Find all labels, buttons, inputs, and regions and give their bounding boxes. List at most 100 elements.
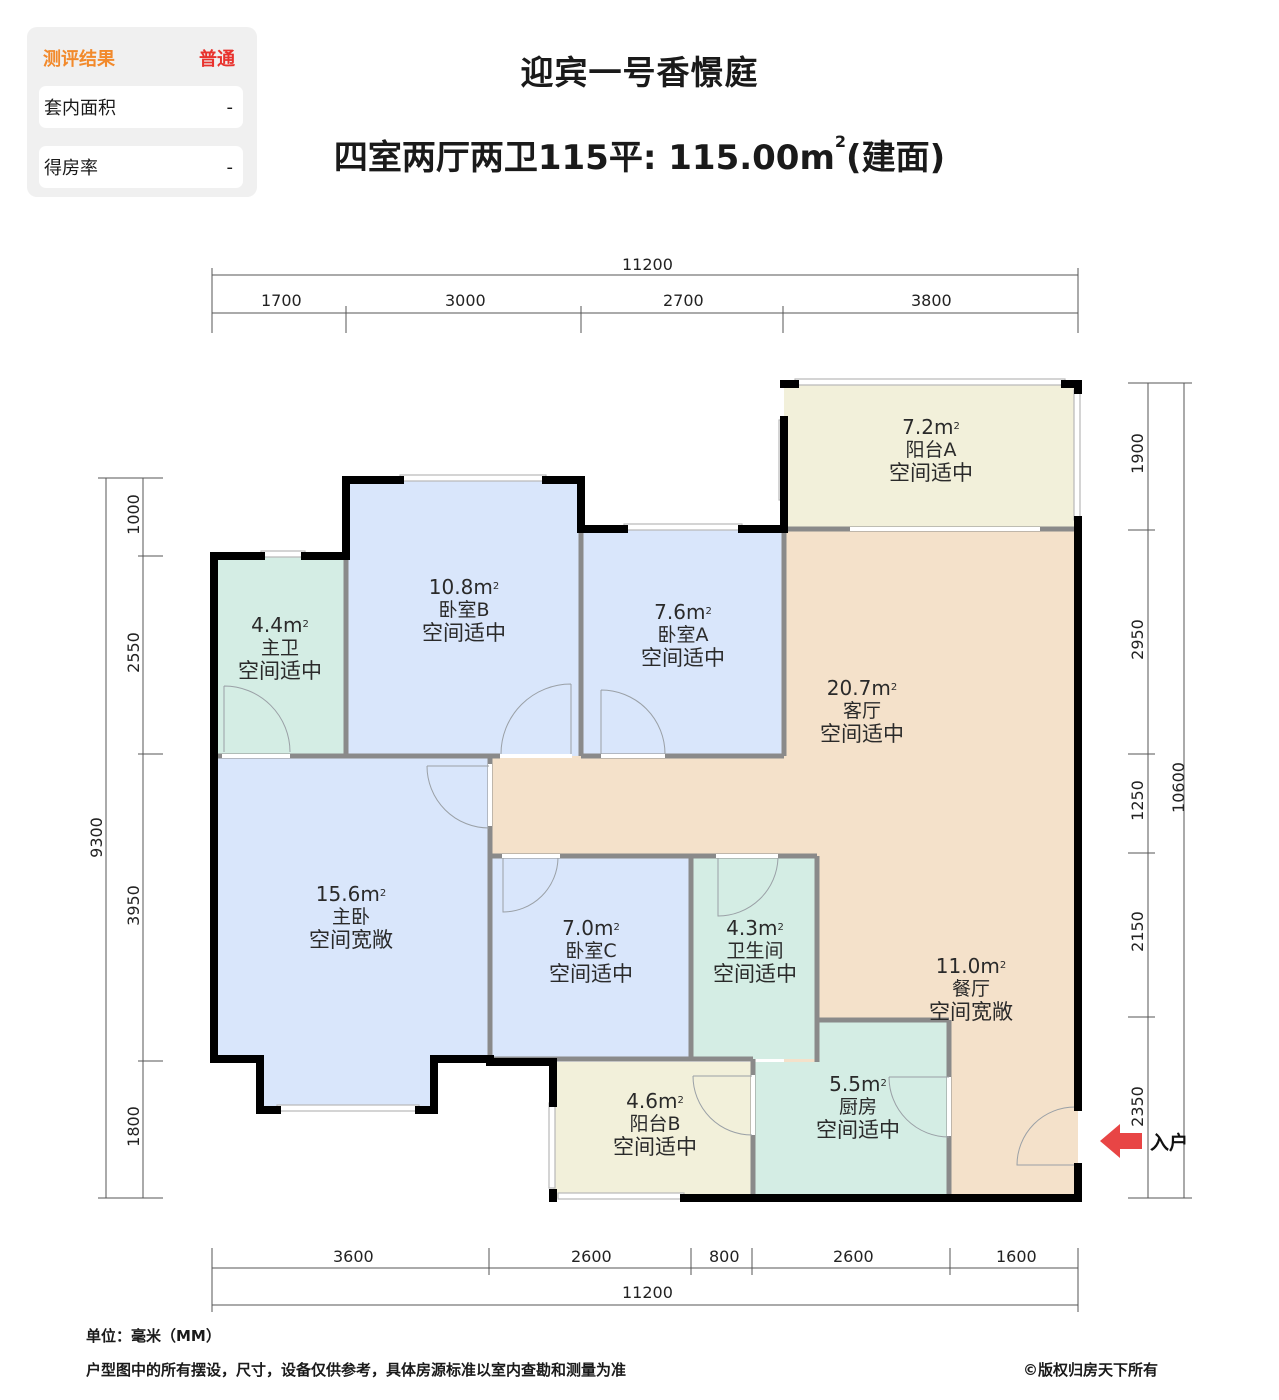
dim-right-2: 2950 — [1127, 619, 1147, 660]
window-master-bath — [260, 550, 306, 558]
room-area: 4.6m2 — [626, 1089, 684, 1113]
dim-right-5: 2350 — [1127, 1086, 1147, 1127]
window-bedroom-a — [623, 523, 743, 531]
dim-bottom-total: 11200 — [622, 1283, 673, 1302]
efficiency-rate-value: - — [226, 156, 234, 178]
room-desc: 空间适中 — [238, 659, 322, 683]
dim-right-4: 2150 — [1127, 911, 1147, 952]
door-bedroom-b — [500, 683, 572, 755]
fill-bathroom — [691, 856, 817, 1059]
layout-title-sup: 2 — [834, 132, 847, 151]
fill-kitchen — [753, 1020, 949, 1198]
efficiency-rate-row: 得房率 - — [39, 146, 243, 188]
layout-title: 四室两厅两卫115平: 115.00m2(建面) — [0, 130, 1279, 179]
dim-top-4: 3800 — [911, 291, 952, 310]
room-area: 4.3m2 — [726, 916, 784, 940]
layout-title-main: 四室两厅两卫115平: 115.00m — [333, 138, 835, 178]
dim-bottom-5: 1600 — [996, 1247, 1037, 1266]
dim-left-4: 1800 — [123, 1106, 143, 1147]
fill-bedroom-b — [346, 480, 581, 756]
door-balcony-b — [692, 1075, 753, 1136]
room-master-bedroom: 15.6m2 主卧 空间宽敞 — [309, 883, 393, 952]
layout-title-suffix: (建面) — [846, 138, 946, 178]
dim-bottom-2: 2600 — [571, 1247, 612, 1266]
window-balcony-a-top — [794, 378, 1066, 386]
room-name: 主卫 — [260, 637, 299, 659]
room-area: 20.7m2 — [826, 676, 898, 700]
room-area: 7.2m2 — [902, 415, 960, 439]
room-name: 阳台B — [629, 1113, 681, 1135]
room-desc: 空间宽敞 — [929, 1000, 1013, 1024]
room-desc: 空间适中 — [613, 1135, 697, 1159]
unit-note: 单位：毫米（MM） — [86, 1327, 221, 1345]
room-name: 卧室C — [565, 940, 617, 962]
room-desc: 空间适中 — [820, 722, 904, 746]
room-desc: 空间适中 — [422, 621, 506, 645]
room-bedroom-c: 7.0m2 卧室C 空间适中 — [549, 917, 633, 986]
fill-balcony-b — [553, 1062, 753, 1198]
room-desc: 空间适中 — [889, 461, 973, 485]
inner-area-row: 套内面积 - — [39, 86, 243, 128]
inner-area-label: 套内面积 — [44, 98, 116, 119]
room-fills — [214, 384, 1078, 1199]
window-balcony-b-left — [548, 1102, 556, 1189]
room-area: 11.0m2 — [935, 954, 1007, 978]
room-name: 餐厅 — [951, 978, 990, 1000]
dim-bottom-3: 800 — [709, 1247, 740, 1266]
efficiency-rate-label: 得房率 — [44, 158, 98, 179]
door-bedroom-c — [502, 857, 559, 913]
copyright: ©版权归房天下所有 — [1023, 1361, 1159, 1379]
room-area: 7.6m2 — [654, 600, 712, 624]
dim-left-2: 2550 — [123, 632, 143, 673]
room-bedroom-b: 10.8m2 卧室B 空间适中 — [422, 576, 506, 645]
evaluation-card: 测评结果 普通 套内面积 - 得房率 - — [27, 27, 257, 197]
fill-corridor — [490, 756, 790, 856]
door-master-bedroom — [426, 765, 490, 829]
disclaimer: 户型图中的所有摆设，尺寸，设备仅供参考，具体房源标准以室内查勘和测量为准 — [86, 1361, 627, 1379]
room-area: 5.5m2 — [829, 1072, 887, 1096]
dimension-lines — [98, 268, 1192, 1312]
dim-right-3: 1250 — [1127, 780, 1147, 821]
room-desc: 空间适中 — [641, 646, 725, 670]
fill-master-bath — [214, 556, 346, 756]
room-balcony-a: 7.2m2 阳台A 空间适中 — [889, 416, 973, 485]
room-desc: 空间宽敞 — [309, 928, 393, 952]
room-name: 厨房 — [838, 1096, 877, 1118]
dim-bottom-1: 3600 — [333, 1247, 374, 1266]
entry-label: 入户 — [1150, 1132, 1189, 1154]
dim-top-1: 1700 — [261, 291, 302, 310]
dim-right-total: 10600 — [1168, 762, 1188, 813]
door-kitchen — [888, 1076, 950, 1138]
door-swings — [223, 683, 1076, 1166]
fill-bedroom-c — [490, 856, 691, 1059]
window-master-bedroom — [276, 1104, 420, 1112]
room-desc: 空间适中 — [816, 1118, 900, 1142]
window-bedroom-b — [399, 474, 547, 482]
evaluation-header: 测评结果 普通 — [43, 45, 235, 71]
dim-left-1: 1000 — [123, 494, 143, 535]
room-area: 10.8m2 — [428, 575, 500, 599]
room-desc: 空间适中 — [549, 962, 633, 986]
room-desc: 空间适中 — [713, 962, 797, 986]
fill-balcony-a — [784, 384, 1078, 529]
room-bedroom-a: 7.6m2 卧室A 空间适中 — [641, 601, 725, 670]
inner-area-value: - — [226, 96, 234, 118]
room-bathroom: 4.3m2 卫生间 空间适中 — [713, 917, 797, 986]
window-balcony-a-right — [1073, 389, 1081, 521]
dim-right-1: 1900 — [1127, 433, 1147, 474]
window-balcony-b-bottom — [557, 1192, 685, 1200]
dim-top-total: 11200 — [622, 255, 673, 274]
fill-master-bedroom — [214, 756, 490, 1110]
room-area: 15.6m2 — [315, 882, 387, 906]
room-name: 阳台A — [905, 439, 957, 461]
door-bathroom — [717, 857, 779, 917]
room-living: 20.7m2 客厅 空间适中 — [820, 677, 904, 746]
room-area: 7.0m2 — [562, 916, 620, 940]
dim-left-3: 3950 — [123, 885, 143, 926]
room-balcony-b: 4.6m2 阳台B 空间适中 — [613, 1090, 697, 1159]
door-entry — [1016, 1106, 1076, 1166]
room-dining: 11.0m2 餐厅 空间宽敞 — [929, 955, 1013, 1024]
exterior-walls — [210, 380, 1082, 1202]
dim-bottom-4: 2600 — [833, 1247, 874, 1266]
